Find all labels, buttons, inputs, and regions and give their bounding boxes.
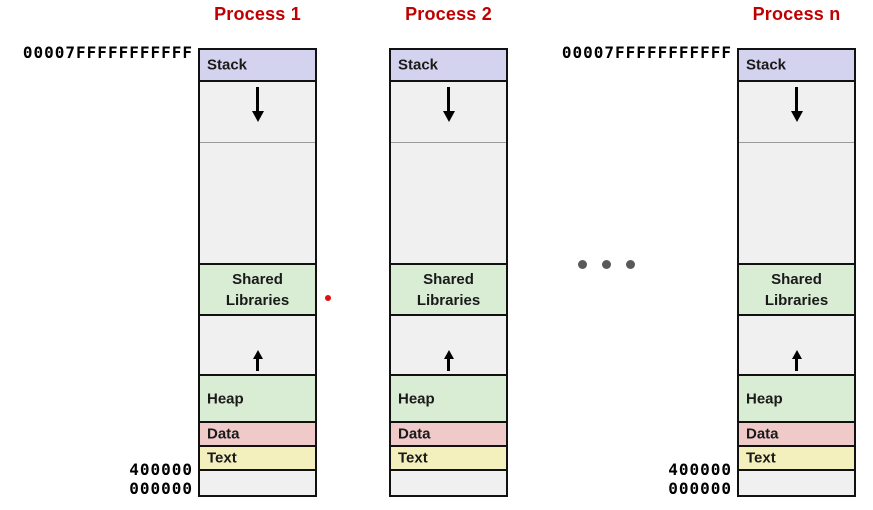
section-label-text: Text bbox=[398, 449, 428, 467]
section-label-heap: Heap bbox=[398, 390, 435, 407]
arrow-shaft bbox=[256, 359, 259, 371]
arrow-shaft bbox=[447, 87, 450, 111]
arrow-head bbox=[790, 111, 803, 122]
process-title: Process 1 bbox=[214, 4, 301, 24]
heap-growth-arrow-icon bbox=[252, 350, 263, 371]
section-bottom-empty bbox=[200, 469, 315, 495]
ellipsis-dot-icon bbox=[602, 260, 611, 269]
section-stack: Stack bbox=[391, 50, 506, 80]
section-stack-growth bbox=[200, 80, 315, 142]
bottom-address-line-2: 000000 bbox=[129, 479, 193, 498]
arrow-head bbox=[791, 350, 802, 359]
section-heap-growth bbox=[391, 314, 506, 374]
ellipsis-dot-icon bbox=[578, 260, 587, 269]
heap-growth-arrow-icon bbox=[443, 350, 454, 371]
top-address-label: 00007FFFFFFFFFFF bbox=[561, 43, 732, 62]
section-label-data: Data bbox=[207, 425, 240, 443]
bottom-address-line-2: 000000 bbox=[668, 479, 732, 498]
bottom-address-line-1: 400000 bbox=[668, 460, 732, 479]
heap-growth-arrow-icon bbox=[791, 350, 802, 371]
section-stack-growth bbox=[391, 80, 506, 142]
section-shared-libraries: Shared Libraries bbox=[739, 263, 854, 314]
arrow-shaft bbox=[795, 359, 798, 371]
section-label-data: Data bbox=[398, 425, 431, 443]
section-label-shared-libraries: Shared Libraries bbox=[225, 270, 290, 309]
stack-growth-arrow-icon bbox=[442, 87, 455, 122]
section-stack: Stack bbox=[739, 50, 854, 80]
section-unallocated bbox=[200, 142, 315, 263]
section-text: Text bbox=[200, 445, 315, 469]
stack-growth-arrow-icon bbox=[251, 87, 264, 122]
arrow-shaft bbox=[795, 87, 798, 111]
section-data: Data bbox=[200, 421, 315, 445]
arrow-head bbox=[442, 111, 455, 122]
section-stack-growth bbox=[739, 80, 854, 142]
section-unallocated bbox=[391, 142, 506, 263]
top-address-label: 00007FFFFFFFFFFF bbox=[22, 43, 193, 62]
section-label-heap: Heap bbox=[746, 390, 783, 407]
arrow-head bbox=[251, 111, 264, 122]
section-heap-growth bbox=[200, 314, 315, 374]
section-data: Data bbox=[391, 421, 506, 445]
section-label-stack: Stack bbox=[746, 56, 787, 74]
arrow-shaft bbox=[447, 359, 450, 371]
process-title: Process 2 bbox=[405, 4, 492, 24]
section-label-stack: Stack bbox=[398, 56, 439, 74]
section-bottom-empty bbox=[391, 469, 506, 495]
stack-growth-arrow-icon bbox=[790, 87, 803, 122]
section-shared-libraries: Shared Libraries bbox=[391, 263, 506, 314]
section-text: Text bbox=[391, 445, 506, 469]
process-title: Process n bbox=[752, 4, 841, 24]
section-heap: Heap bbox=[391, 374, 506, 421]
bottom-address-line-1: 400000 bbox=[129, 460, 193, 479]
section-text: Text bbox=[739, 445, 854, 469]
section-label-data: Data bbox=[746, 425, 779, 443]
red-pointer-dot-icon bbox=[325, 295, 331, 301]
section-label-text: Text bbox=[207, 449, 237, 467]
arrow-shaft bbox=[256, 87, 259, 111]
section-label-text: Text bbox=[746, 449, 776, 467]
section-bottom-empty bbox=[739, 469, 854, 495]
section-shared-libraries: Shared Libraries bbox=[200, 263, 315, 314]
arrow-head bbox=[252, 350, 263, 359]
section-heap-growth bbox=[739, 314, 854, 374]
section-label-heap: Heap bbox=[207, 390, 244, 407]
section-data: Data bbox=[739, 421, 854, 445]
section-stack: Stack bbox=[200, 50, 315, 80]
section-label-shared-libraries: Shared Libraries bbox=[764, 270, 829, 309]
arrow-head bbox=[443, 350, 454, 359]
section-unallocated bbox=[739, 142, 854, 263]
section-label-stack: Stack bbox=[207, 56, 248, 74]
section-heap: Heap bbox=[739, 374, 854, 421]
ellipsis-dot-icon bbox=[626, 260, 635, 269]
section-label-shared-libraries: Shared Libraries bbox=[416, 270, 481, 309]
section-heap: Heap bbox=[200, 374, 315, 421]
ellipsis-dots-icon bbox=[578, 260, 635, 269]
